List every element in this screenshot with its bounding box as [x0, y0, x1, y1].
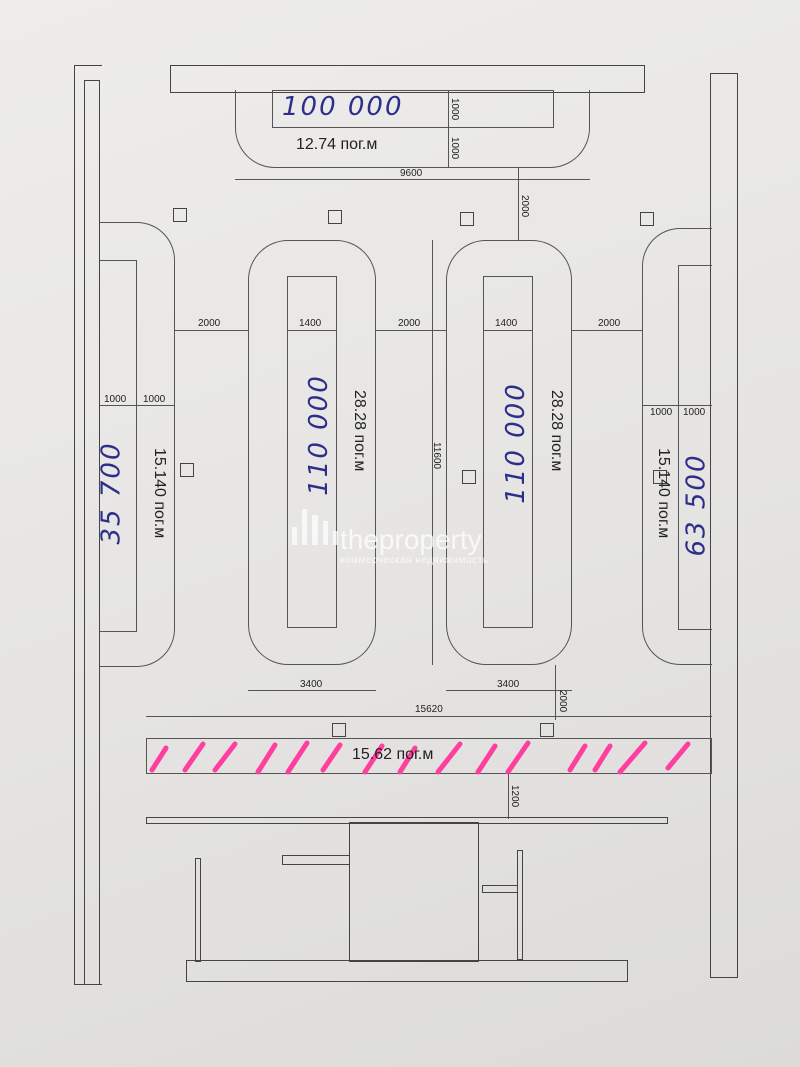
right-wall: [710, 73, 738, 978]
top-counter-length: 12.74 пог.м: [296, 136, 378, 153]
watermark-brand: theproperty: [340, 524, 482, 555]
bottom-rear-dim: 1200: [509, 785, 520, 808]
bottom-width-dim: 15620: [415, 704, 443, 715]
right-counter: [642, 228, 712, 665]
island-1-inner: [287, 276, 337, 628]
top-width-dim: 9600: [400, 168, 423, 179]
gap-middle-dim: 2000: [398, 318, 421, 329]
island-1: [248, 240, 376, 665]
top-counter: [235, 90, 590, 168]
right-dim-a: 1000: [650, 407, 673, 418]
left-wall-inner: [84, 80, 100, 985]
watermark-tagline: коммерческая недвижимость: [340, 555, 489, 566]
left-dim-b: 1000: [143, 394, 166, 405]
island-2-bottom-dim: 3400: [497, 679, 520, 690]
island-1-width-dim: 1400: [299, 318, 322, 329]
back-wall: [146, 817, 668, 824]
island-2: [446, 240, 572, 665]
bottom-counter-length: 15.62 пог.м: [352, 746, 434, 763]
top-beam: [170, 65, 645, 93]
island-1-bottom-dim: 3400: [300, 679, 323, 690]
top-counter-inner: [272, 90, 554, 128]
right-dim-b: 1000: [683, 407, 706, 418]
watermark-logo-icon: [292, 505, 339, 545]
top-counter-price: 100 000: [282, 92, 404, 122]
left-counter-inner: [100, 260, 137, 632]
bottom-counter: [146, 738, 712, 774]
bottom-beam: [186, 960, 628, 982]
left-dim-a: 1000: [104, 394, 127, 405]
island-2-width-dim: 1400: [495, 318, 518, 329]
left-counter: [100, 222, 175, 667]
right-counter-inner: [678, 265, 712, 630]
gap-right-dim: 2000: [598, 318, 621, 329]
gap-left-dim: 2000: [198, 318, 221, 329]
island-2-inner: [483, 276, 533, 628]
